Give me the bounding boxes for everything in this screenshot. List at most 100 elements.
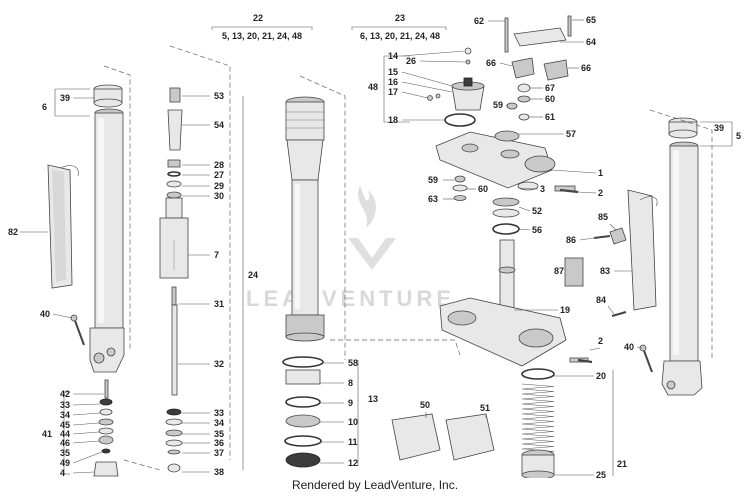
callout-21: 21 [617,459,627,469]
top-yoke-assembly [427,47,576,192]
callout-59-low: 59 [428,175,438,185]
callout-2-low: 2 [598,336,603,346]
callout-65: 65 [586,15,596,25]
callout-38: 38 [214,467,224,477]
right-fork-guard [564,189,658,317]
callout-37: 37 [214,448,224,458]
callout-1: 1 [598,168,603,178]
callout-83: 83 [600,266,610,276]
callout-50: 50 [420,400,430,410]
callout-66-left: 66 [486,58,496,68]
callout-33-center: 33 [214,408,224,418]
callout-41: 41 [42,429,52,439]
callout-42: 42 [60,389,70,399]
left-fork-guard [47,164,79,289]
steering-bearing-parts [492,197,520,235]
handlebar-clamp-parts [504,15,572,81]
callout-9: 9 [348,398,353,408]
callout-56: 56 [532,225,542,235]
callout-35-b: 35 [60,448,70,458]
callout-17: 17 [388,87,398,97]
callout-6: 6 [42,102,47,112]
callout-45: 45 [60,420,70,430]
callout-63: 63 [428,194,438,204]
callout-53: 53 [214,91,224,101]
callout-5: 5 [736,131,741,141]
callout-31: 31 [214,299,224,309]
callout-16: 16 [388,77,398,87]
callout-64: 64 [586,37,596,47]
callout-14: 14 [388,51,398,61]
callout-60-low: 60 [478,184,488,194]
callout-13: 13 [368,394,378,404]
callout-46: 46 [60,438,70,448]
callout-3: 3 [540,184,545,194]
fork-spring-coil [521,383,555,455]
callout-82: 82 [8,227,18,237]
callout-34-center: 34 [214,418,224,428]
damper-rod-assembly [159,87,189,473]
callout-30: 30 [214,191,224,201]
callout-19: 19 [560,305,570,315]
watermark-text: LEADVENTURE [246,286,455,311]
callout-40-right: 40 [624,342,634,352]
group-label-23: 23 6, 13, 20, 21, 24, 48 [351,13,447,41]
callout-11: 11 [348,437,358,447]
lower-yoke-assembly [439,239,589,367]
v-logo-icon [348,238,396,270]
callout-28: 28 [214,160,224,170]
callout-62: 62 [474,16,484,26]
callout-27: 27 [214,170,224,180]
group-23-items: 6, 13, 20, 21, 24, 48 [360,31,440,41]
callout-51: 51 [480,403,490,413]
callout-34-left: 34 [60,410,70,420]
callout-labels: 6 39 82 40 42 33 34 45 44 46 41 49 4 53 … [8,15,741,478]
group-label-22: 22 5, 13, 20, 21, 24, 48 [211,13,313,41]
exploded-parts-diagram: LEADVENTURE [8,13,741,478]
callout-4: 4 [60,468,65,478]
callout-25: 25 [596,470,606,478]
callout-10: 10 [348,417,358,427]
callout-7: 7 [214,250,219,260]
callout-44: 44 [60,429,70,439]
callout-2-top: 2 [598,188,603,198]
callout-57: 57 [566,129,576,139]
callout-39-right: 39 [714,123,724,133]
assembly-dashed-lines [103,45,713,471]
callout-66-right: 66 [581,63,591,73]
callout-52: 52 [532,206,542,216]
callout-33-left: 33 [60,400,70,410]
bracket-lines [54,55,733,476]
callout-39-left: 39 [60,93,70,103]
right-bolt-40 [639,344,653,373]
callout-49: 49 [60,458,70,468]
callout-54: 54 [214,120,224,130]
callout-35-a: 35 [214,429,224,439]
callout-15: 15 [388,67,398,77]
rendered-by-caption: Rendered by LeadVenture, Inc. [291,478,459,492]
callout-18: 18 [388,115,398,125]
small-hardware-59-60-61-67 [452,83,539,201]
callout-40-left: 40 [40,309,50,319]
leadventure-watermark: LEADVENTURE [246,185,455,311]
callout-67: 67 [545,83,555,93]
callout-60-top: 60 [545,94,555,104]
callout-59-top: 59 [493,100,503,110]
callout-87: 87 [554,266,564,276]
callout-85: 85 [598,212,608,222]
right-outer-tube-assembly [661,117,703,396]
group-22-number: 22 [253,13,263,23]
callout-86: 86 [566,235,576,245]
group-23-number: 23 [395,13,405,23]
callout-26: 26 [406,56,416,66]
callout-29: 29 [214,181,224,191]
callout-12: 12 [348,458,358,468]
callout-24: 24 [248,270,258,280]
callout-48: 48 [368,82,378,92]
callout-36: 36 [214,438,224,448]
left-outer-tube-assembly [89,84,125,373]
seal-pads-50-51 [391,413,495,461]
group-22-items: 5, 13, 20, 21, 24, 48 [222,31,302,41]
callout-61: 61 [545,112,555,122]
fork-spring-and-spacers [521,368,555,478]
